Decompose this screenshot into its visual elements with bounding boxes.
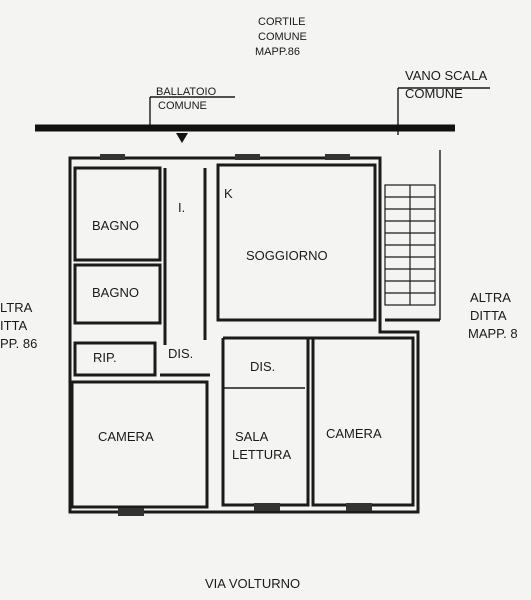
- room-bagno-1: BAGNO: [92, 218, 139, 233]
- window-soggiorno-right: [325, 154, 350, 160]
- staircase: [384, 184, 436, 306]
- altra-ditta-left-line-1: LTRA: [0, 300, 33, 315]
- vano-scala-label-line-2: COMUNE: [405, 86, 463, 101]
- ripostiglio-walls: [73, 341, 157, 377]
- bagno-1-walls: [73, 166, 162, 262]
- bagno-2-walls: [73, 263, 162, 325]
- room-camera-2: CAMERA: [326, 426, 382, 441]
- vano-scala-label-line-1: VANO SCALA: [405, 68, 487, 83]
- altra-ditta-right-line-3: MAPP. 8: [468, 326, 518, 341]
- street-label: VIA VOLTURNO: [205, 576, 300, 591]
- soggiorno-walls: [216, 163, 377, 322]
- room-dis-1: DIS.: [168, 346, 193, 361]
- window-bagno: [100, 154, 125, 160]
- window-camera-1: [118, 508, 144, 516]
- window-soggiorno-left: [235, 154, 260, 160]
- cortile-label-line-2: COMUNE: [258, 31, 307, 43]
- cortile-label-line-1: CORTILE: [258, 16, 305, 28]
- camera-1-walls: [70, 380, 209, 509]
- room-camera-1: CAMERA: [98, 429, 154, 444]
- altra-ditta-left-line-3: PP. 86: [0, 336, 37, 351]
- cortile-label-line-3: MAPP.86: [255, 46, 300, 58]
- window-camera-2: [346, 503, 372, 511]
- room-corridor: I.: [178, 200, 185, 215]
- ballatoio-label-line-1: BALLATOIO: [156, 86, 217, 98]
- room-sala-line-2: LETTURA: [232, 447, 292, 462]
- ballatoio-label-line-2: COMUNE: [158, 100, 207, 112]
- entrance-arrow-icon: [176, 133, 188, 143]
- room-dis-2: DIS.: [250, 359, 275, 374]
- altra-ditta-left-line-2: ITTA: [0, 318, 28, 333]
- room-bagno-2: BAGNO: [92, 285, 139, 300]
- window-sala-lettura: [254, 503, 280, 511]
- room-sala-line-1: SALA: [235, 429, 269, 444]
- camera-2-walls: [311, 336, 415, 507]
- room-kitchen: K: [224, 186, 233, 201]
- apartment-outer-wall: [68, 156, 420, 514]
- room-ripostiglio: RIP.: [93, 350, 117, 365]
- room-soggiorno: SOGGIORNO: [246, 248, 328, 263]
- altra-ditta-right-line-1: ALTRA: [470, 290, 511, 305]
- altra-ditta-right-line-2: DITTA: [470, 308, 507, 323]
